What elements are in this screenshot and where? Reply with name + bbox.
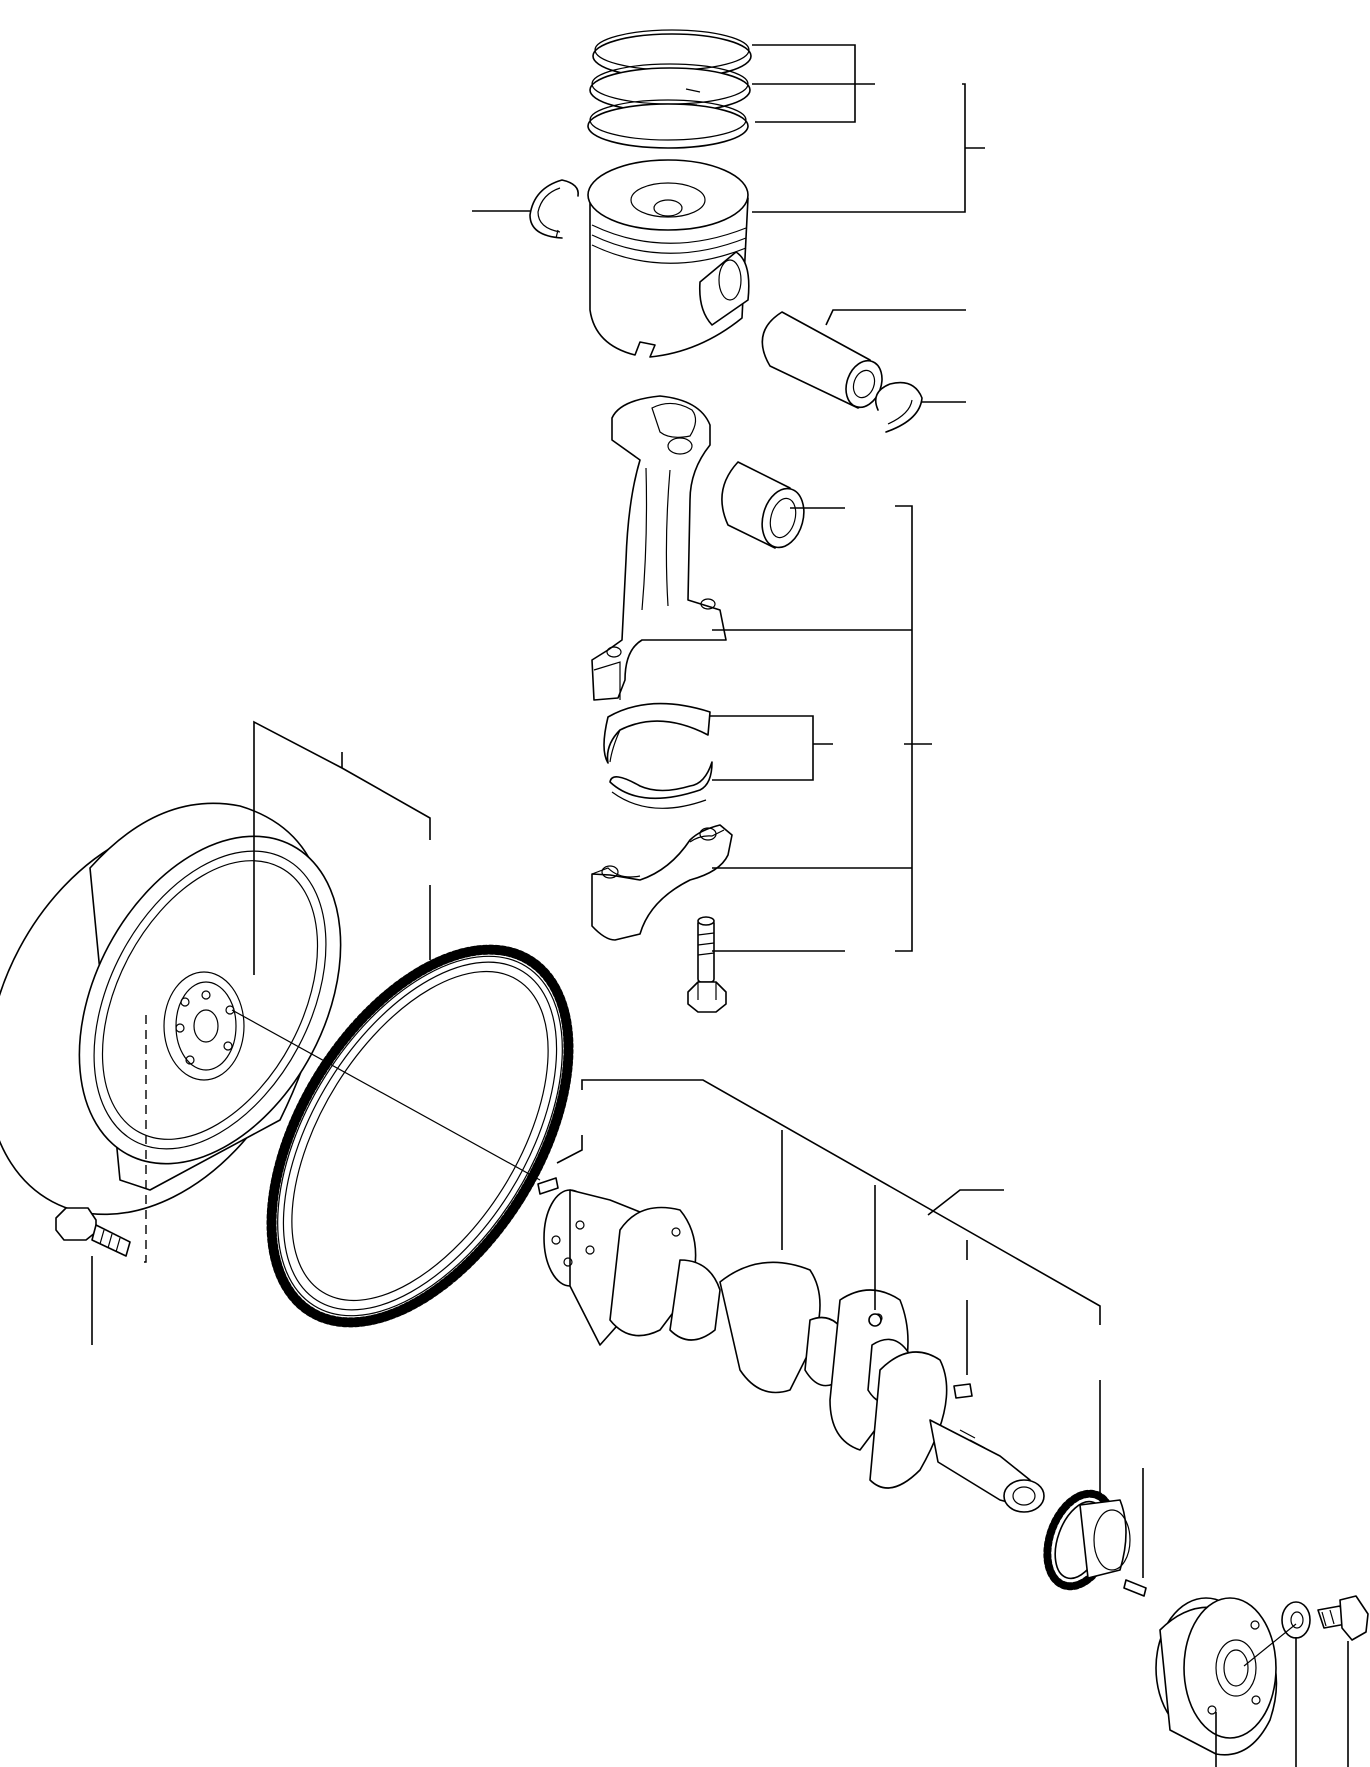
crankshaft-gear: [1043, 1489, 1131, 1591]
connecting-rod: [591, 395, 727, 701]
flywheel: [0, 802, 342, 1216]
connecting-rod-bearing-halves: [603, 702, 713, 809]
piston-pin: [761, 311, 883, 409]
connecting-rod-cap: [591, 824, 733, 941]
woodruff-key: [953, 1383, 973, 1399]
gear-pin: [1123, 1579, 1147, 1597]
pulley-bolt: [1317, 1595, 1369, 1641]
piston-rings: [587, 29, 752, 149]
piston-pin-circlip-left: [529, 179, 579, 239]
crankshaft: [543, 1189, 1045, 1513]
callout-leaders: [91, 44, 1349, 1767]
piston-pin-circlip-right: [874, 381, 923, 433]
piston: [587, 159, 750, 358]
crankshaft-plug: [868, 1313, 882, 1327]
dowel-pin: [537, 1177, 559, 1195]
small-end-bushing: [721, 461, 805, 549]
flywheel-bolt: [55, 1207, 131, 1257]
pulley: [1155, 1597, 1278, 1756]
connecting-rod-bolt: [687, 916, 727, 1013]
ring-gear: [266, 944, 574, 1328]
